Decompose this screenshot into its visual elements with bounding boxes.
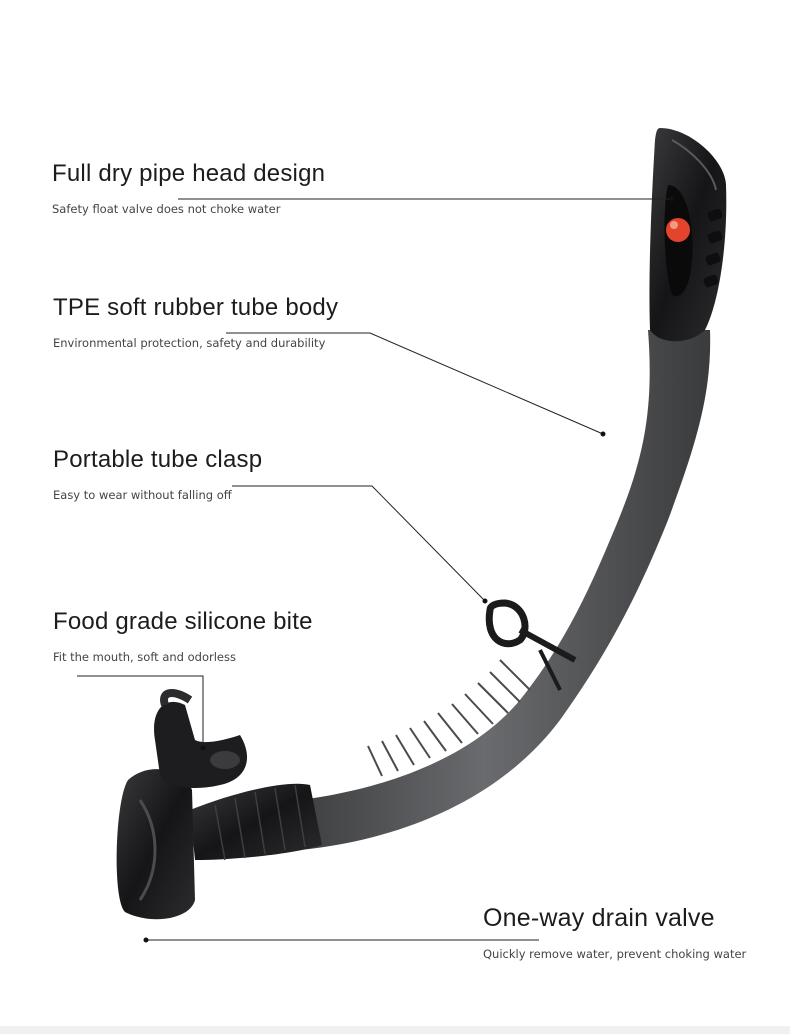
feature-description: Easy to wear without falling off (53, 488, 232, 502)
feature-tube-clasp: Portable tube clasp Easy to wear without… (53, 446, 262, 502)
feature-drain-valve: One-way drain valve Quickly remove water… (483, 904, 746, 961)
feature-title: Food grade silicone bite (53, 608, 313, 635)
feature-description: Safety float valve does not choke water (52, 202, 281, 216)
lower-black-section (190, 783, 322, 860)
tube-clasp (485, 599, 577, 691)
feature-title: One-way drain valve (483, 904, 715, 932)
flex-ribs (367, 659, 531, 777)
feature-title: TPE soft rubber tube body (53, 294, 339, 321)
callout-lines (77, 198, 672, 941)
silicone-mouthpiece (154, 701, 248, 788)
feature-tube-body: TPE soft rubber tube body Environmental … (53, 294, 338, 350)
feature-description: Fit the mouth, soft and odorless (53, 650, 236, 664)
head-vent-slots (703, 208, 723, 288)
bottom-divider (0, 1026, 790, 1034)
feature-dry-top: Full dry pipe head design Safety float v… (52, 160, 325, 216)
callout-dots (143, 196, 675, 943)
feature-description: Environmental protection, safety and dur… (53, 336, 326, 350)
feature-title: Portable tube clasp (53, 446, 263, 473)
tube-body (300, 330, 711, 850)
float-valve-ball (666, 218, 690, 242)
feature-description: Quickly remove water, prevent choking wa… (483, 947, 747, 961)
feature-mouthpiece: Food grade silicone bite Fit the mouth, … (53, 608, 313, 664)
feature-title: Full dry pipe head design (52, 160, 326, 187)
